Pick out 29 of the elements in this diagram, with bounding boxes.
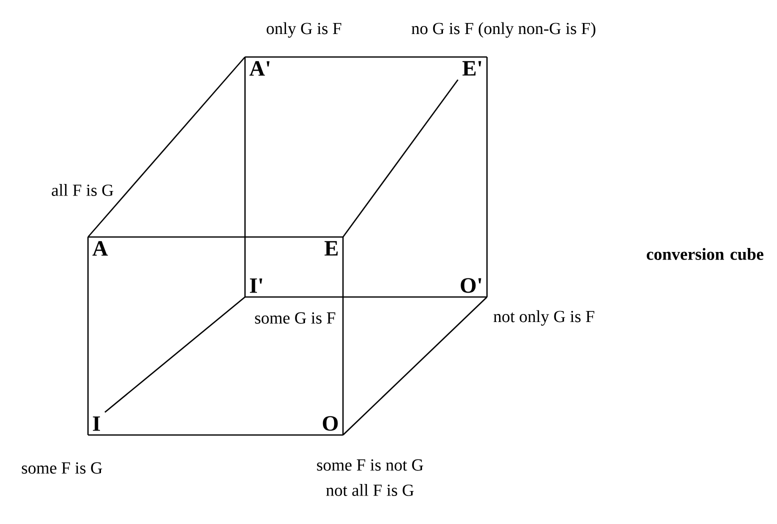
corner-letter: I (92, 416, 100, 431)
proposition-label: not all F is G (326, 484, 414, 496)
corner-letter: A (92, 241, 108, 256)
corner-letter: E' (462, 61, 482, 76)
proposition-label: only G is F (266, 22, 342, 38)
corner-letter: A' (249, 61, 270, 76)
proposition-label: some G is F (255, 312, 336, 324)
proposition-label: all F is G (52, 184, 114, 196)
proposition-label: no G is F (only non-G is F) (412, 22, 596, 38)
cube-edge (245, 56, 487, 58)
proposition-label: some F is not G (317, 459, 424, 471)
proposition-label: not only G is F (494, 310, 594, 326)
cube-edge (342, 79, 458, 238)
cube-edge (88, 434, 343, 436)
corner-letter: O (322, 416, 338, 431)
cube-edge (245, 296, 487, 298)
cube-edge (104, 296, 246, 413)
cube-edge (87, 237, 89, 435)
cube-edge (244, 57, 246, 297)
title-label: conversion cube (646, 248, 764, 260)
cube-edge (342, 237, 344, 435)
corner-letter: E (324, 241, 338, 256)
corner-letter: O' (460, 278, 482, 293)
corner-letter: I' (250, 278, 262, 293)
cube-edge (88, 56, 246, 238)
cube-edge (88, 236, 343, 238)
cube-edge (342, 296, 488, 436)
cube-edge (486, 57, 488, 297)
proposition-label: some F is G (22, 462, 102, 474)
